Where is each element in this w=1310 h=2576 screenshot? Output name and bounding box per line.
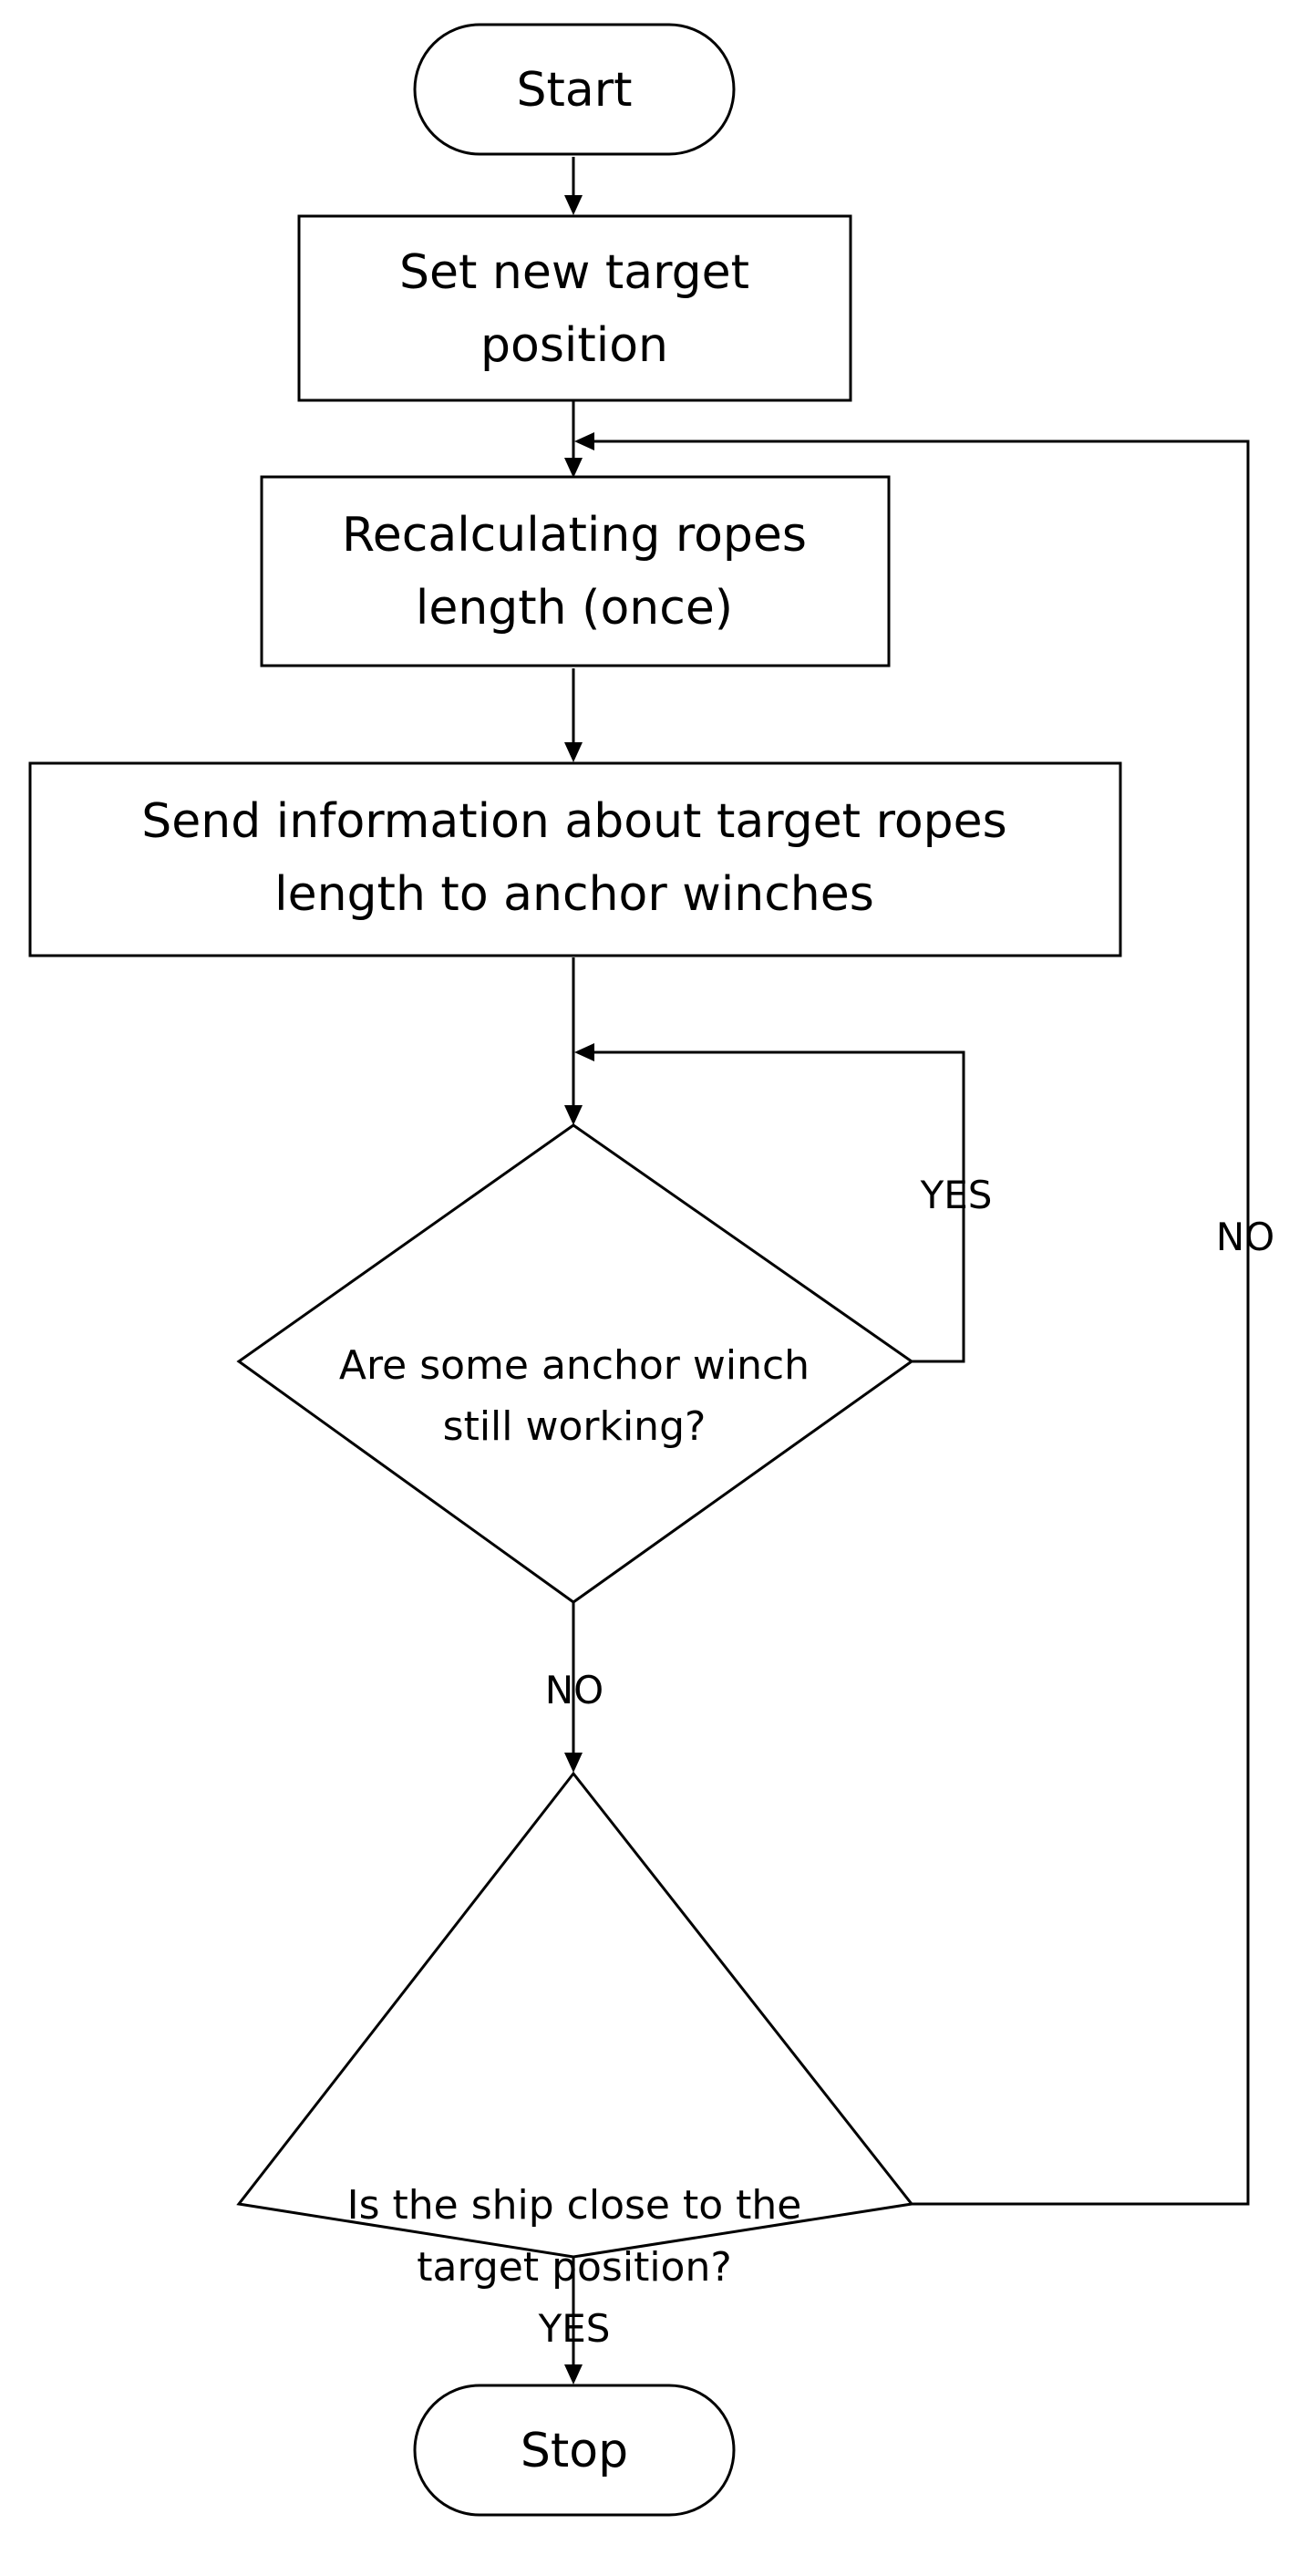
start-terminator [413,23,736,156]
winch-check-label-line2: still working? [443,1403,707,1450]
winch-check-label-line1: Are some anchor winch [339,1342,810,1389]
set-target-label-line2: position [480,318,668,373]
winch-check-decision [236,1123,914,1604]
recalc-label-line2: length (once) [416,581,733,636]
recalc-process [260,475,891,667]
ship-check-label-line1: Is the ship close to the [347,2182,802,2229]
send-info-label-line2: length to anchor winches [274,867,874,922]
set-target-process [297,214,852,402]
connector-winch-yes-loop [594,1050,965,1363]
winch-no-label: NO [545,1668,603,1712]
arrowhead [564,2364,583,2385]
ship-check-label-line2: target position? [417,2244,731,2291]
arrowhead [564,458,583,478]
recalc-label-line1: Recalculating ropes [342,508,807,563]
arrowhead [564,1753,583,1773]
ship-no-label: NO [1216,1215,1274,1259]
arrowhead [564,1105,583,1125]
connector-ship-no-loop [594,440,1250,2206]
ship-yes-label: YES [538,2306,611,2351]
arrowhead [564,742,583,762]
ship-check-decision [236,1771,914,2259]
send-info-process [28,761,1122,957]
arrowhead [574,432,594,450]
arrowhead [574,1043,594,1061]
winch-yes-label: YES [920,1173,993,1217]
set-target-label-line1: Set new target [399,245,749,300]
stop-label: Stop [521,2424,628,2478]
start-label: Start [516,63,632,118]
arrowhead [564,195,583,215]
stop-terminator [413,2384,736,2517]
send-info-label-line1: Send information about target ropes [141,794,1006,849]
